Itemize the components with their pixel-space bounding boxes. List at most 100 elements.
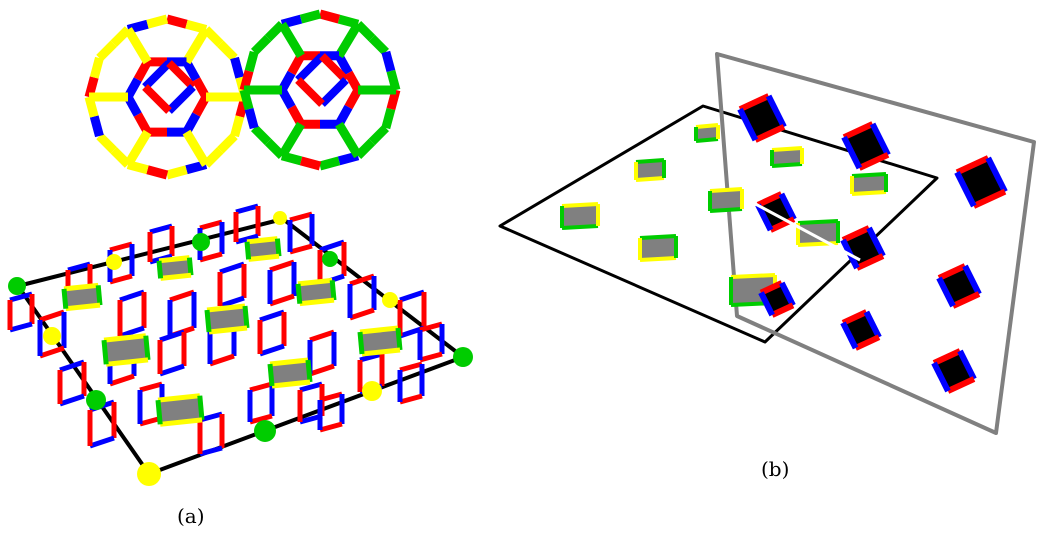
ring-edge [400,292,424,300]
tile-edge [332,280,334,300]
bond [128,29,148,61]
ring-edge [110,376,134,384]
bond [128,97,138,115]
bond [349,73,359,90]
bond [128,132,148,164]
bond [372,128,386,142]
ring-edge [260,346,284,354]
ring-edge [40,348,64,356]
bond [145,87,169,111]
ring-edge [60,396,84,404]
bond [320,14,339,19]
bond [282,24,301,56]
tile-edge [852,174,886,176]
ring-edge [200,254,222,260]
sphere [43,327,61,345]
bond [167,19,187,24]
tile-edge [207,310,209,332]
sphere [254,420,276,442]
bond [187,132,207,164]
ring-edge [270,296,294,304]
cage [244,14,396,166]
bond [196,97,206,115]
tile-edge [710,189,742,191]
bond [301,14,320,19]
tile-edge [247,239,277,242]
tile-edge [636,160,664,162]
ring-edge [270,262,294,270]
ring-edge [170,292,194,300]
tile-edge [398,328,400,350]
tile-edge [772,164,802,166]
bond [282,73,292,90]
ring-edge [220,264,244,272]
tile-edge [798,221,838,223]
bond [254,128,268,142]
bond [99,44,113,58]
bond [169,87,193,111]
bond [249,109,254,128]
tile-edge [146,336,148,360]
bond [167,170,187,175]
bond [292,56,302,73]
layer-lattice [8,206,473,486]
sphere [86,390,106,410]
bond [386,52,391,71]
bond [249,52,254,71]
tile-edge [731,275,775,277]
ring-edge [140,384,162,390]
sphere [106,254,122,270]
bond [349,90,359,107]
ring-edge [40,312,64,320]
sphere [382,292,398,308]
ring-edge [290,214,312,220]
tile-edge [308,360,310,382]
tile-edge [640,236,676,238]
tile-edge [696,139,718,141]
tile-edge [158,400,160,424]
sphere [192,233,210,251]
tile-edge [247,242,249,260]
bond [99,136,113,150]
bond [94,117,99,137]
tile-edge [636,178,664,180]
ring-edge [200,448,222,454]
ring-edge [150,226,172,232]
bond [220,44,234,58]
tile-edge [64,289,66,309]
ring-edge [110,276,132,282]
tile-edge [159,258,189,261]
ring-edge [250,384,272,390]
sphere [273,211,287,225]
tile-edge [277,239,279,257]
ring-edge [350,310,374,318]
sphere [322,251,338,267]
sphere [137,462,161,486]
tile-edge [270,364,272,386]
tile-edge [159,261,161,279]
tile-edge [249,256,279,259]
bond [339,107,349,124]
ring-edge [400,396,422,402]
panel-a [8,14,473,486]
bond [220,136,234,150]
ring-edge [320,424,342,430]
tile-edge [200,396,202,420]
tile-edge [772,148,802,150]
bond [282,90,292,107]
tile-edge [562,204,598,206]
ring-edge [10,324,32,330]
tile-edge [189,258,191,276]
tile-edge [852,192,886,194]
bond [254,38,268,52]
bond [235,58,240,78]
bond [339,124,358,156]
tile-edge [710,209,742,211]
bond [235,117,240,137]
tile-edge [161,275,191,278]
panel-b [500,54,1034,433]
tile-edge [640,258,676,260]
bond [196,79,206,97]
caption-b: (b) [761,457,789,481]
tile-edge [98,285,100,305]
